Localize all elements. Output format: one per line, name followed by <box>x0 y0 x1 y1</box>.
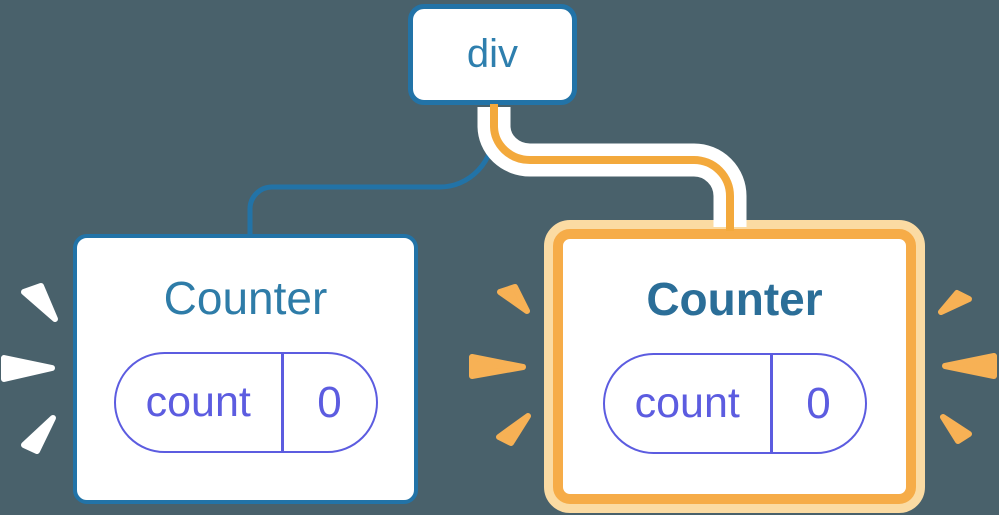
tree-node-div-label: div <box>466 32 519 76</box>
counter-card-left-content: Counter count 0 <box>77 238 414 500</box>
counter-card-left-title: Counter <box>163 272 328 324</box>
state-pill-divider-left <box>281 354 284 451</box>
state-pill-left: count 0 <box>113 352 378 453</box>
counter-card-right-title: Counter <box>646 273 823 325</box>
counter-card-left: Counter count 0 <box>73 234 418 504</box>
state-pill-right: count 0 <box>602 353 867 454</box>
counter-card-right: Counter count 0 <box>553 229 916 504</box>
counter-card-right-content: Counter count 0 <box>563 239 906 494</box>
state-value-right: 0 <box>806 378 831 428</box>
state-value-left: 0 <box>317 377 342 427</box>
state-key-label-left: count <box>145 378 251 426</box>
sparkle-burst-right-icon <box>938 290 997 444</box>
counter-card-right-highlight-ring: Counter count 0 <box>544 220 925 513</box>
edge-to-right-counter <box>490 104 734 231</box>
tree-node-div: div <box>408 4 577 105</box>
state-pill-divider-right <box>770 355 773 452</box>
sparkle-burst-left-icon <box>1 283 58 454</box>
edge-to-left-counter <box>247 104 497 237</box>
edge-to-right-counter-casing <box>477 107 747 227</box>
sparkle-burst-middle-icon <box>469 284 531 446</box>
state-key-label-right: count <box>634 379 740 427</box>
